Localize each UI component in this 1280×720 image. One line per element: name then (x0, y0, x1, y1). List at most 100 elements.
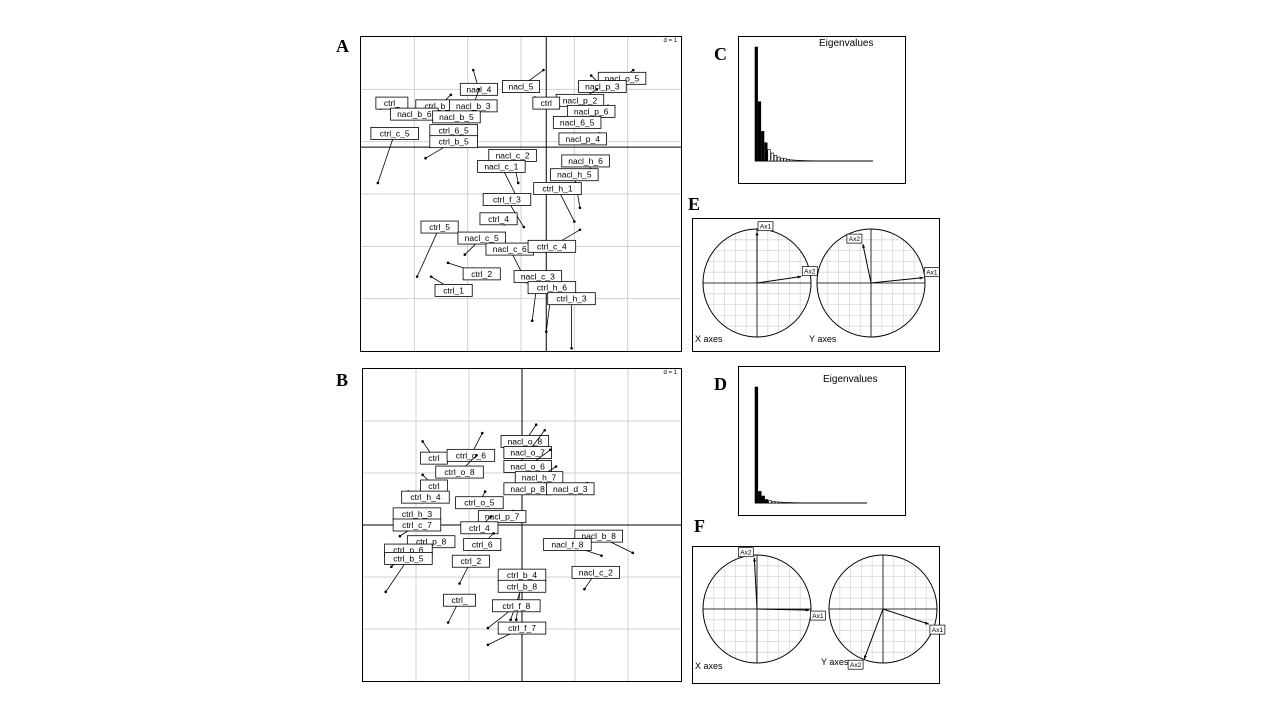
data-point (522, 225, 526, 229)
point-label: ctrl_c_5 (380, 128, 410, 138)
eigen-bar (768, 500, 772, 504)
point-label: ctrl_6 (472, 540, 493, 550)
arrow-head (862, 244, 866, 249)
point-label: nacl_o_6 (510, 462, 545, 472)
point-label: nacl_p_7 (485, 512, 520, 522)
point-label: ctrl_2 (460, 556, 481, 566)
data-point (509, 618, 512, 622)
arrow-head (919, 276, 924, 280)
point-label: nacl_o_5 (605, 73, 640, 83)
point-label: nacl_p_4 (565, 134, 600, 144)
point-label: nacl_h_5 (557, 170, 592, 180)
eigenvalues-title-d: Eigenvalues (823, 374, 878, 385)
data-point (578, 228, 582, 232)
point-label: nacl_c_3 (521, 272, 555, 282)
point-label-box (401, 490, 450, 504)
eigen-bar (786, 158, 790, 162)
data-point (446, 621, 450, 624)
eigenvalues-title-c: Eigenvalues (819, 38, 874, 49)
arrow-head (805, 608, 810, 612)
loading-arrow (753, 557, 758, 610)
data-point (421, 473, 424, 477)
data-point (390, 565, 393, 569)
eigen-bar (764, 499, 769, 504)
point-label: nacl_5 (508, 82, 533, 92)
data-point (549, 448, 552, 452)
point-label: ctrl_ (384, 98, 400, 108)
point-label: nacl_p_8 (510, 484, 545, 494)
point-label-box (561, 154, 610, 168)
arrow-label-box (801, 266, 818, 276)
data-point (477, 88, 481, 91)
point-label: ctrl_6_5 (439, 126, 470, 136)
point-label-box (552, 115, 602, 129)
arrow-label-box (929, 624, 946, 635)
point-label-box (460, 521, 499, 535)
eigen-bar (793, 159, 797, 162)
eigenvalues-c-svg (754, 46, 873, 162)
point-label-box (503, 446, 552, 459)
point-label-box (451, 554, 490, 568)
point-label: nacl_h_6 (568, 156, 603, 166)
point-label-box (543, 538, 592, 551)
eigen-bar (799, 160, 803, 162)
data-point (458, 582, 461, 585)
data-point (544, 330, 548, 334)
data-point (480, 431, 484, 435)
x-axes-caption-e: X axes (695, 334, 723, 344)
point-label: ctrl_o_8 (444, 467, 475, 477)
panel-letter-a: A (336, 36, 349, 56)
point-label: nacl_b_8 (581, 531, 616, 541)
point-label: ctrl_b_3 (424, 101, 455, 111)
arrow-label: Ax1 (760, 224, 772, 231)
point-label-box (477, 510, 527, 524)
eigenvalues-d-svg (754, 386, 867, 504)
arrow-head (863, 655, 867, 660)
point-label-box (527, 239, 577, 253)
point-label: nacl_p_2 (563, 95, 598, 105)
point-label: nacl_p_3 (585, 82, 620, 92)
scale-label-a: d = 1 (663, 38, 677, 44)
point-label: ctrl (541, 98, 552, 108)
arrow-label: Ax2 (850, 662, 862, 669)
point-label: nacl_o_8 (508, 436, 543, 446)
point-label-box (392, 518, 442, 532)
loading-arrow (882, 608, 930, 625)
point-label: nacl_c_2 (496, 150, 530, 160)
eigenvalues-panel-d: Eigenvalues (738, 366, 906, 516)
point-label: nacl_c_6 (493, 244, 527, 254)
loading-arrow (862, 244, 872, 284)
point-label: ctrl_4 (488, 214, 509, 224)
eigen-bar (761, 131, 765, 162)
data-point (530, 319, 534, 323)
arrow-label-box (810, 610, 826, 621)
point-label-box (457, 231, 506, 245)
point-label-box (497, 579, 547, 593)
point-label: nacl_c_5 (465, 233, 499, 243)
biplot-a-svg: nacl_4nacl_5nacl_o_5nacl_p_3ctrl_ctrl_b_… (361, 37, 681, 351)
point-label-box (429, 135, 478, 149)
point-label: ctrl_b_5 (439, 137, 470, 147)
point-label-box (462, 267, 501, 281)
point-label: nacl_b_3 (456, 101, 491, 111)
loading-arrow (870, 277, 924, 284)
data-point (421, 440, 424, 443)
point-label: ctrl_b_5 (393, 553, 424, 563)
point-label: ctrl_1 (443, 285, 464, 295)
data-point (475, 454, 478, 457)
eigen-bar (754, 386, 759, 504)
data-point (492, 532, 495, 535)
point-label-box (532, 96, 561, 110)
data-point (486, 643, 490, 647)
panel-letter-e: E (688, 194, 701, 214)
loading-arrow (863, 608, 884, 660)
data-point (415, 275, 419, 278)
point-label-box (434, 284, 473, 297)
arrow-head (797, 275, 802, 279)
data-point (489, 515, 493, 518)
